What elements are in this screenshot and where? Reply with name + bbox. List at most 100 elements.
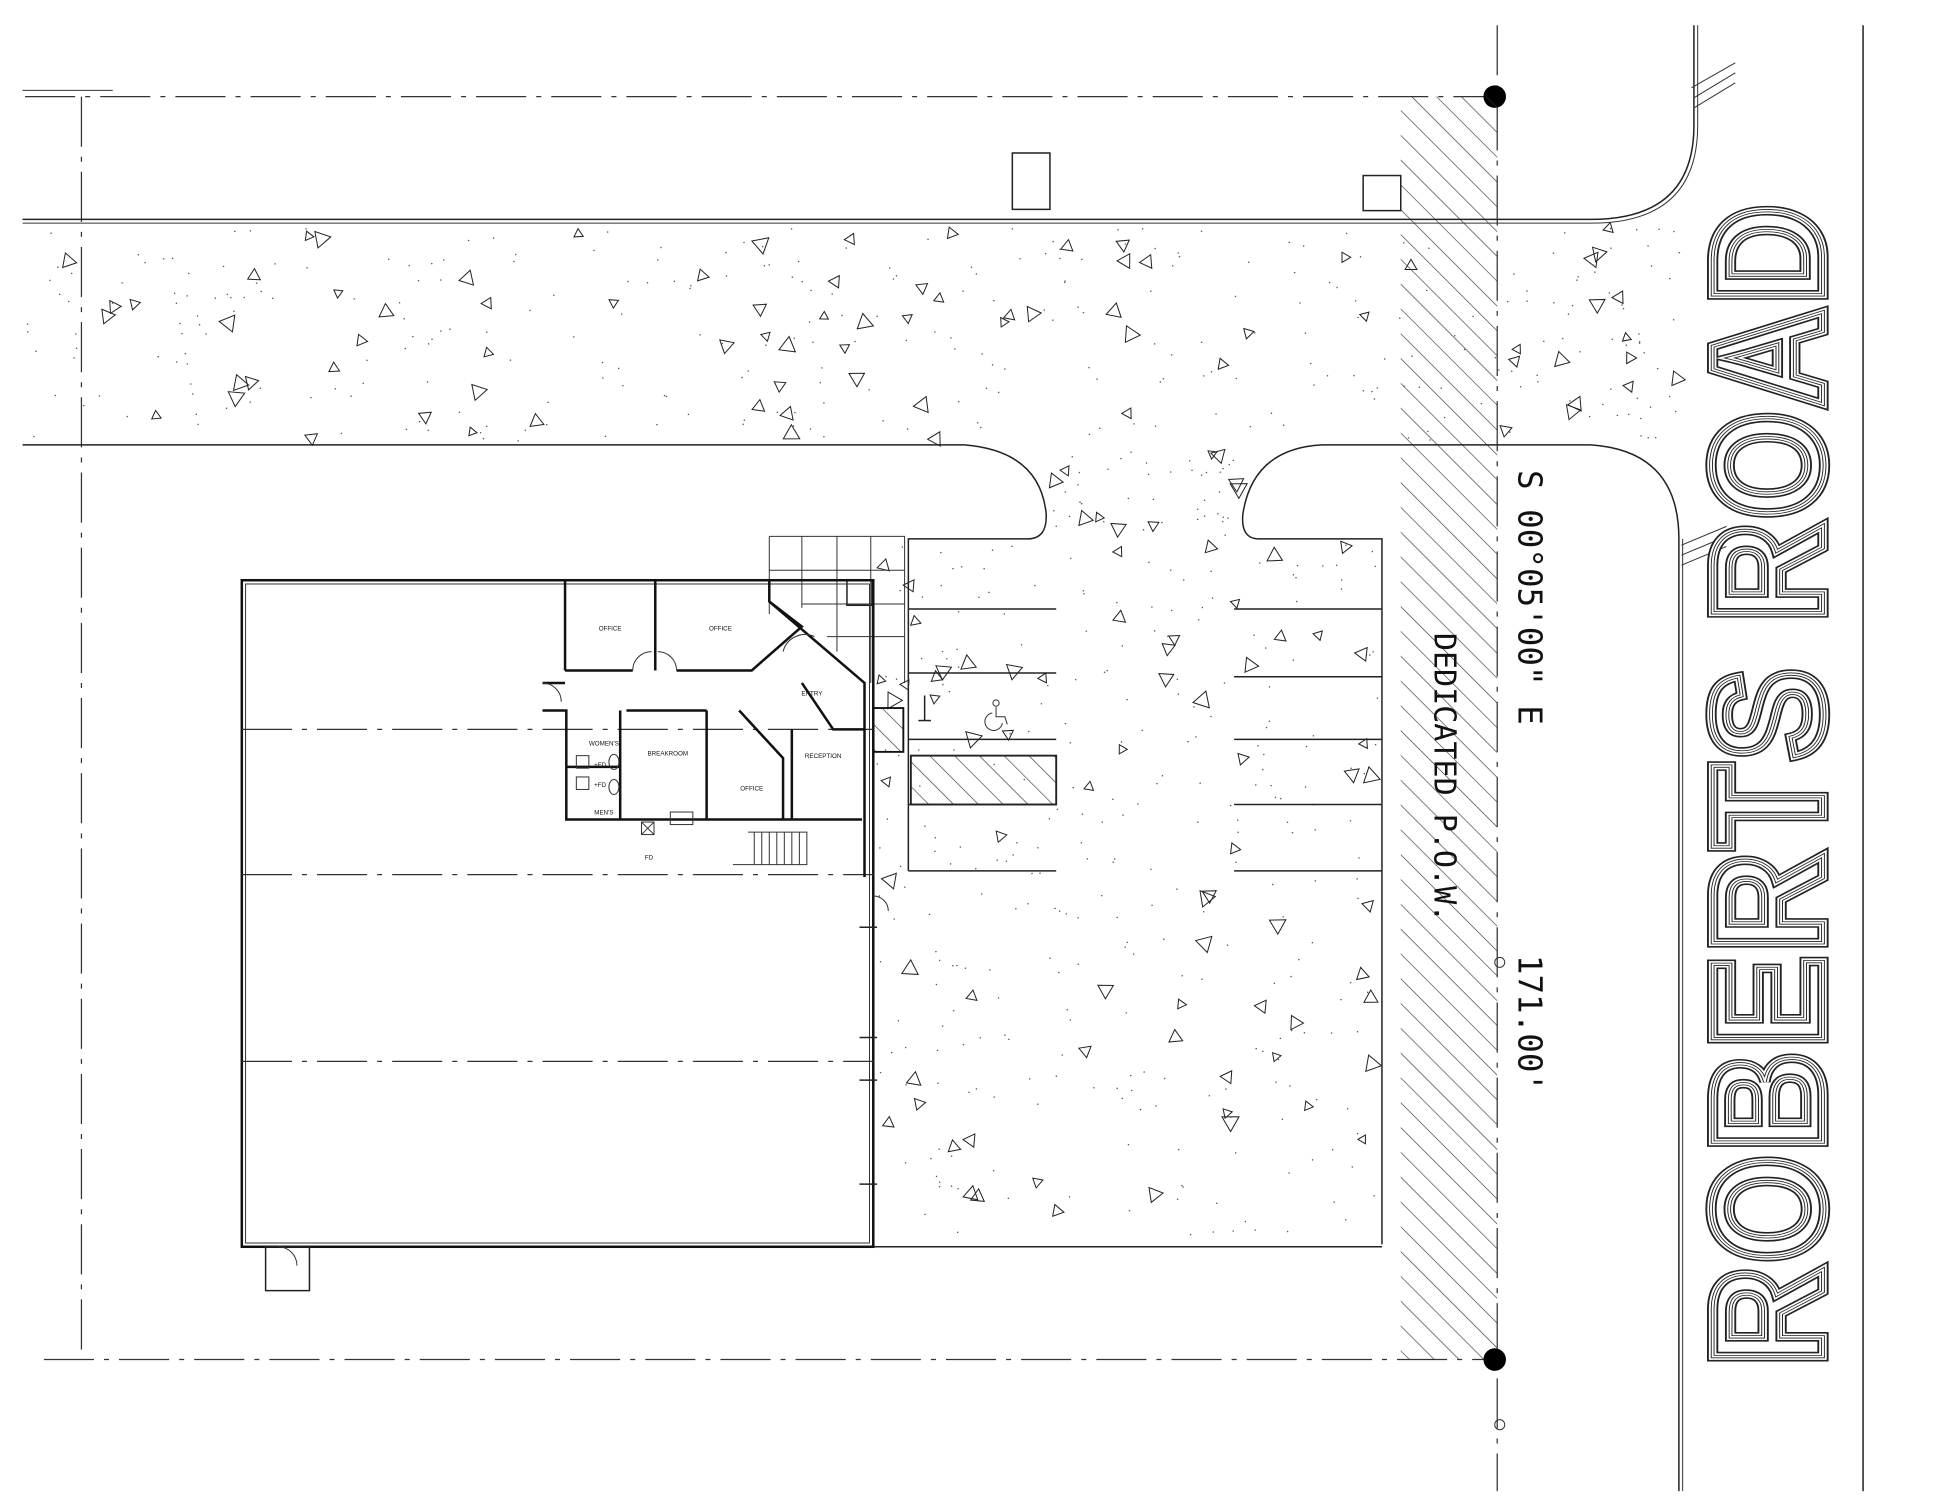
- aggregate-dot: [1265, 726, 1268, 729]
- aggregate-dot: [1059, 257, 1061, 260]
- aggregate-triangle: [1602, 221, 1614, 234]
- aggregate-dot: [492, 237, 495, 239]
- aggregate-triangle: [1340, 540, 1354, 555]
- aggregate-dot: [1222, 516, 1225, 518]
- aggregate-dot: [934, 850, 936, 852]
- aggregate-dot: [1099, 427, 1101, 430]
- aggregate-dot: [1288, 1172, 1290, 1174]
- aggregate-dot: [1201, 978, 1203, 981]
- aggregate-dot: [35, 350, 37, 352]
- aggregate-dot: [1047, 684, 1049, 687]
- aggregate-dot: [1222, 467, 1224, 470]
- aggregate-triangle: [1273, 629, 1287, 642]
- aggregate-dot: [1197, 618, 1200, 621]
- svg-text:ROBERTS ROAD: ROBERTS ROAD: [1678, 201, 1857, 1366]
- aggregate-triangle: [328, 361, 341, 373]
- aggregate-dot: [1226, 944, 1229, 946]
- aggregate-dot: [823, 402, 825, 404]
- aggregate-triangle: [1304, 1100, 1315, 1112]
- aggregate-triangle: [1554, 350, 1571, 368]
- aggregate-triangle: [356, 333, 369, 347]
- aggregate-triangle: [838, 344, 851, 355]
- aggregate-triangle: [1357, 737, 1368, 750]
- aggregate-dot: [793, 337, 795, 339]
- aggregate-dot: [1040, 703, 1043, 705]
- aggregate-dot: [573, 336, 575, 338]
- aggregate-dot: [1009, 732, 1011, 735]
- aggregate-dot: [606, 231, 609, 233]
- aggregate-dot: [1513, 273, 1515, 275]
- aggregate-dot: [1563, 232, 1566, 234]
- aggregate-dot: [417, 279, 420, 282]
- aggregate-triangle: [1177, 998, 1188, 1010]
- aggregate-dot: [979, 1037, 982, 1039]
- aggregate-dot: [1374, 743, 1377, 746]
- aggregate-dot: [790, 228, 793, 230]
- aggregate-dot: [1101, 894, 1103, 897]
- aggregate-dot: [921, 596, 924, 598]
- aggregate-dot: [593, 249, 595, 252]
- aggregate-dot: [1103, 521, 1105, 523]
- aggregate-dot: [1210, 370, 1213, 373]
- aggregate-dot: [1270, 412, 1273, 414]
- aggregate-dot: [1314, 880, 1317, 882]
- aggregate-triangle: [1138, 253, 1153, 270]
- aggregate-dot: [440, 330, 442, 332]
- aggregate-dot: [198, 324, 201, 326]
- aggregate-dot: [962, 290, 964, 292]
- aggregate-dot: [1237, 831, 1239, 833]
- aggregate-dot: [1202, 910, 1205, 913]
- aggregate-dot: [1107, 468, 1109, 470]
- aggregate-dot: [1068, 515, 1071, 518]
- aggregate-dot: [1029, 1078, 1031, 1080]
- aggregate-dot: [1048, 818, 1051, 820]
- aggregate-triangle: [573, 227, 585, 238]
- aggregate-triangle: [901, 314, 913, 325]
- aggregate-dot: [904, 886, 906, 888]
- aggregate-dot: [975, 867, 977, 870]
- aggregate-dot: [989, 969, 991, 971]
- aggregate-dot: [1096, 378, 1098, 380]
- aggregate-dot: [398, 301, 401, 304]
- aggregate-dot: [1128, 1209, 1131, 1212]
- dedicated-row-label: DEDICATED P.O.W.: [1427, 633, 1462, 922]
- aggregate-dot: [937, 1082, 939, 1085]
- aggregate-dot: [1020, 644, 1023, 646]
- aggregate-dot: [1249, 425, 1252, 428]
- aggregate-dot: [892, 278, 895, 280]
- aggregate-dot: [1211, 597, 1214, 599]
- aggregate-dot: [222, 265, 225, 268]
- aggregate-dot: [797, 260, 800, 263]
- aggregate-dot: [604, 435, 607, 438]
- aggregate-dot: [197, 423, 199, 426]
- room-label-entry: ENTRY: [801, 690, 823, 697]
- aggregate-triangle: [1105, 301, 1122, 319]
- aggregate-dot: [1536, 374, 1538, 377]
- aggregate-dot: [941, 1025, 944, 1027]
- room-label-office: OFFICE: [740, 786, 763, 793]
- aggregate-dot: [1356, 1031, 1359, 1033]
- aggregate-triangle: [1048, 472, 1065, 489]
- aggregate-dot: [403, 317, 405, 320]
- aggregate-dot: [1027, 902, 1029, 905]
- aggregate-dot: [1263, 753, 1265, 756]
- aggregate-triangle: [1588, 298, 1606, 315]
- svg-text:ROBERTS ROAD: ROBERTS ROAD: [1678, 201, 1857, 1366]
- aggregate-dot: [1156, 782, 1158, 785]
- aggregate-dot: [991, 364, 994, 366]
- aggregate-dot: [1059, 248, 1061, 251]
- aggregate-dot: [1203, 515, 1206, 517]
- aggregate-dot: [1008, 1038, 1010, 1041]
- aggregate-triangle: [696, 268, 711, 282]
- aggregate-dot: [953, 749, 955, 751]
- aggregate-dot: [1086, 858, 1089, 860]
- aggregate-dot: [1296, 564, 1299, 567]
- aggregate-triangle: [378, 302, 395, 318]
- aggregate-dot: [260, 290, 262, 293]
- aggregate-dot: [1621, 304, 1623, 306]
- aggregate-dot: [1066, 1008, 1068, 1011]
- access-aisle-hatch: [909, 754, 1058, 806]
- aggregate-dot: [249, 230, 252, 232]
- aggregate-dot: [1197, 821, 1199, 823]
- aggregate-dot: [1189, 459, 1191, 462]
